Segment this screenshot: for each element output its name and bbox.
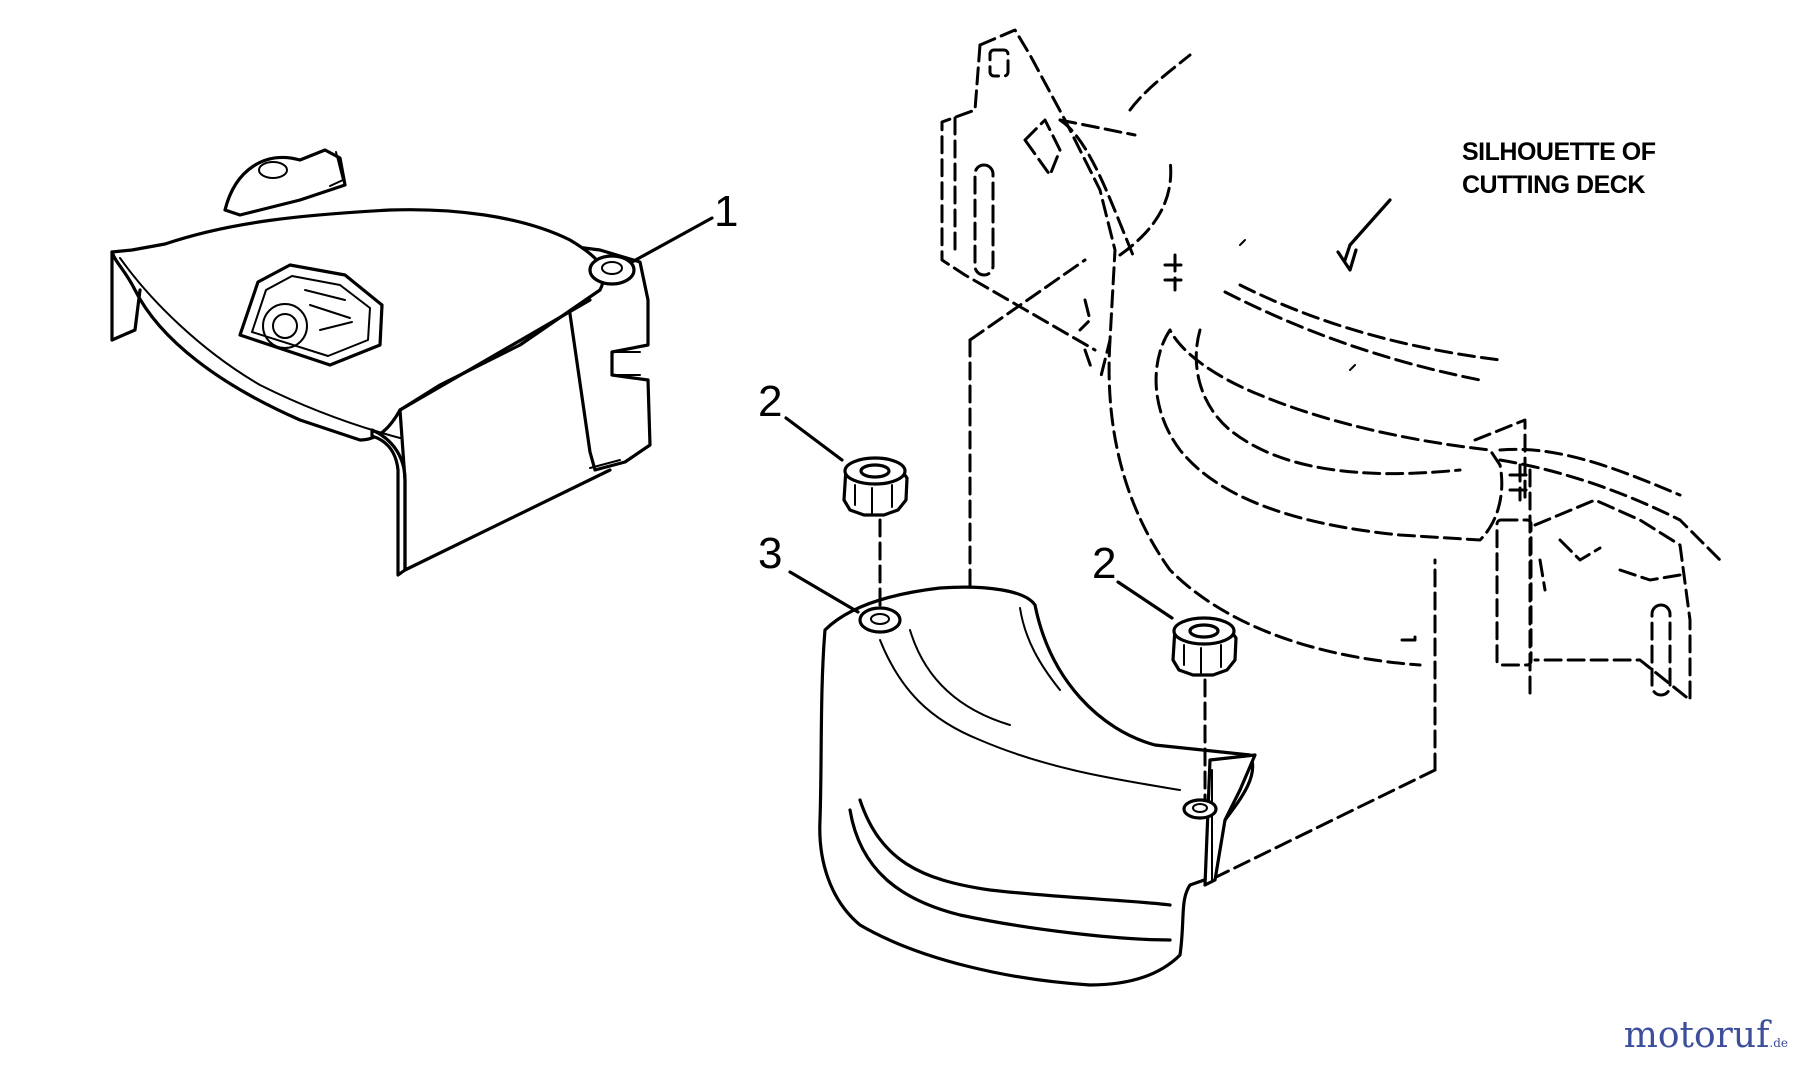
cutting-deck-silhouette (940, 28, 1722, 882)
note-arrow-head (1336, 248, 1358, 272)
note-line-1: SILHOUETTE OF (1462, 138, 1656, 166)
leader-line-3 (788, 570, 860, 614)
knob-part-upper (842, 456, 909, 517)
knob-part-lower (1171, 616, 1238, 677)
note-line-2: CUTTING DECK (1462, 171, 1645, 199)
leader-line-1 (630, 216, 714, 264)
leader-line-2a (784, 416, 844, 462)
callout-1: 1 (714, 187, 738, 236)
callout-2b: 2 (1092, 539, 1116, 588)
callout-2a: 2 (758, 377, 782, 426)
deflector-part (818, 585, 1257, 987)
leader-line-2b (1116, 580, 1174, 620)
watermark-main: motoruf (1623, 1015, 1770, 1056)
watermark-logo: motoruf.de (1624, 1015, 1788, 1056)
callout-3: 3 (758, 529, 782, 578)
discharge-chute-cover-part (110, 148, 652, 577)
watermark-suffix: .de (1769, 1036, 1788, 1050)
note-arrow (1343, 198, 1392, 262)
